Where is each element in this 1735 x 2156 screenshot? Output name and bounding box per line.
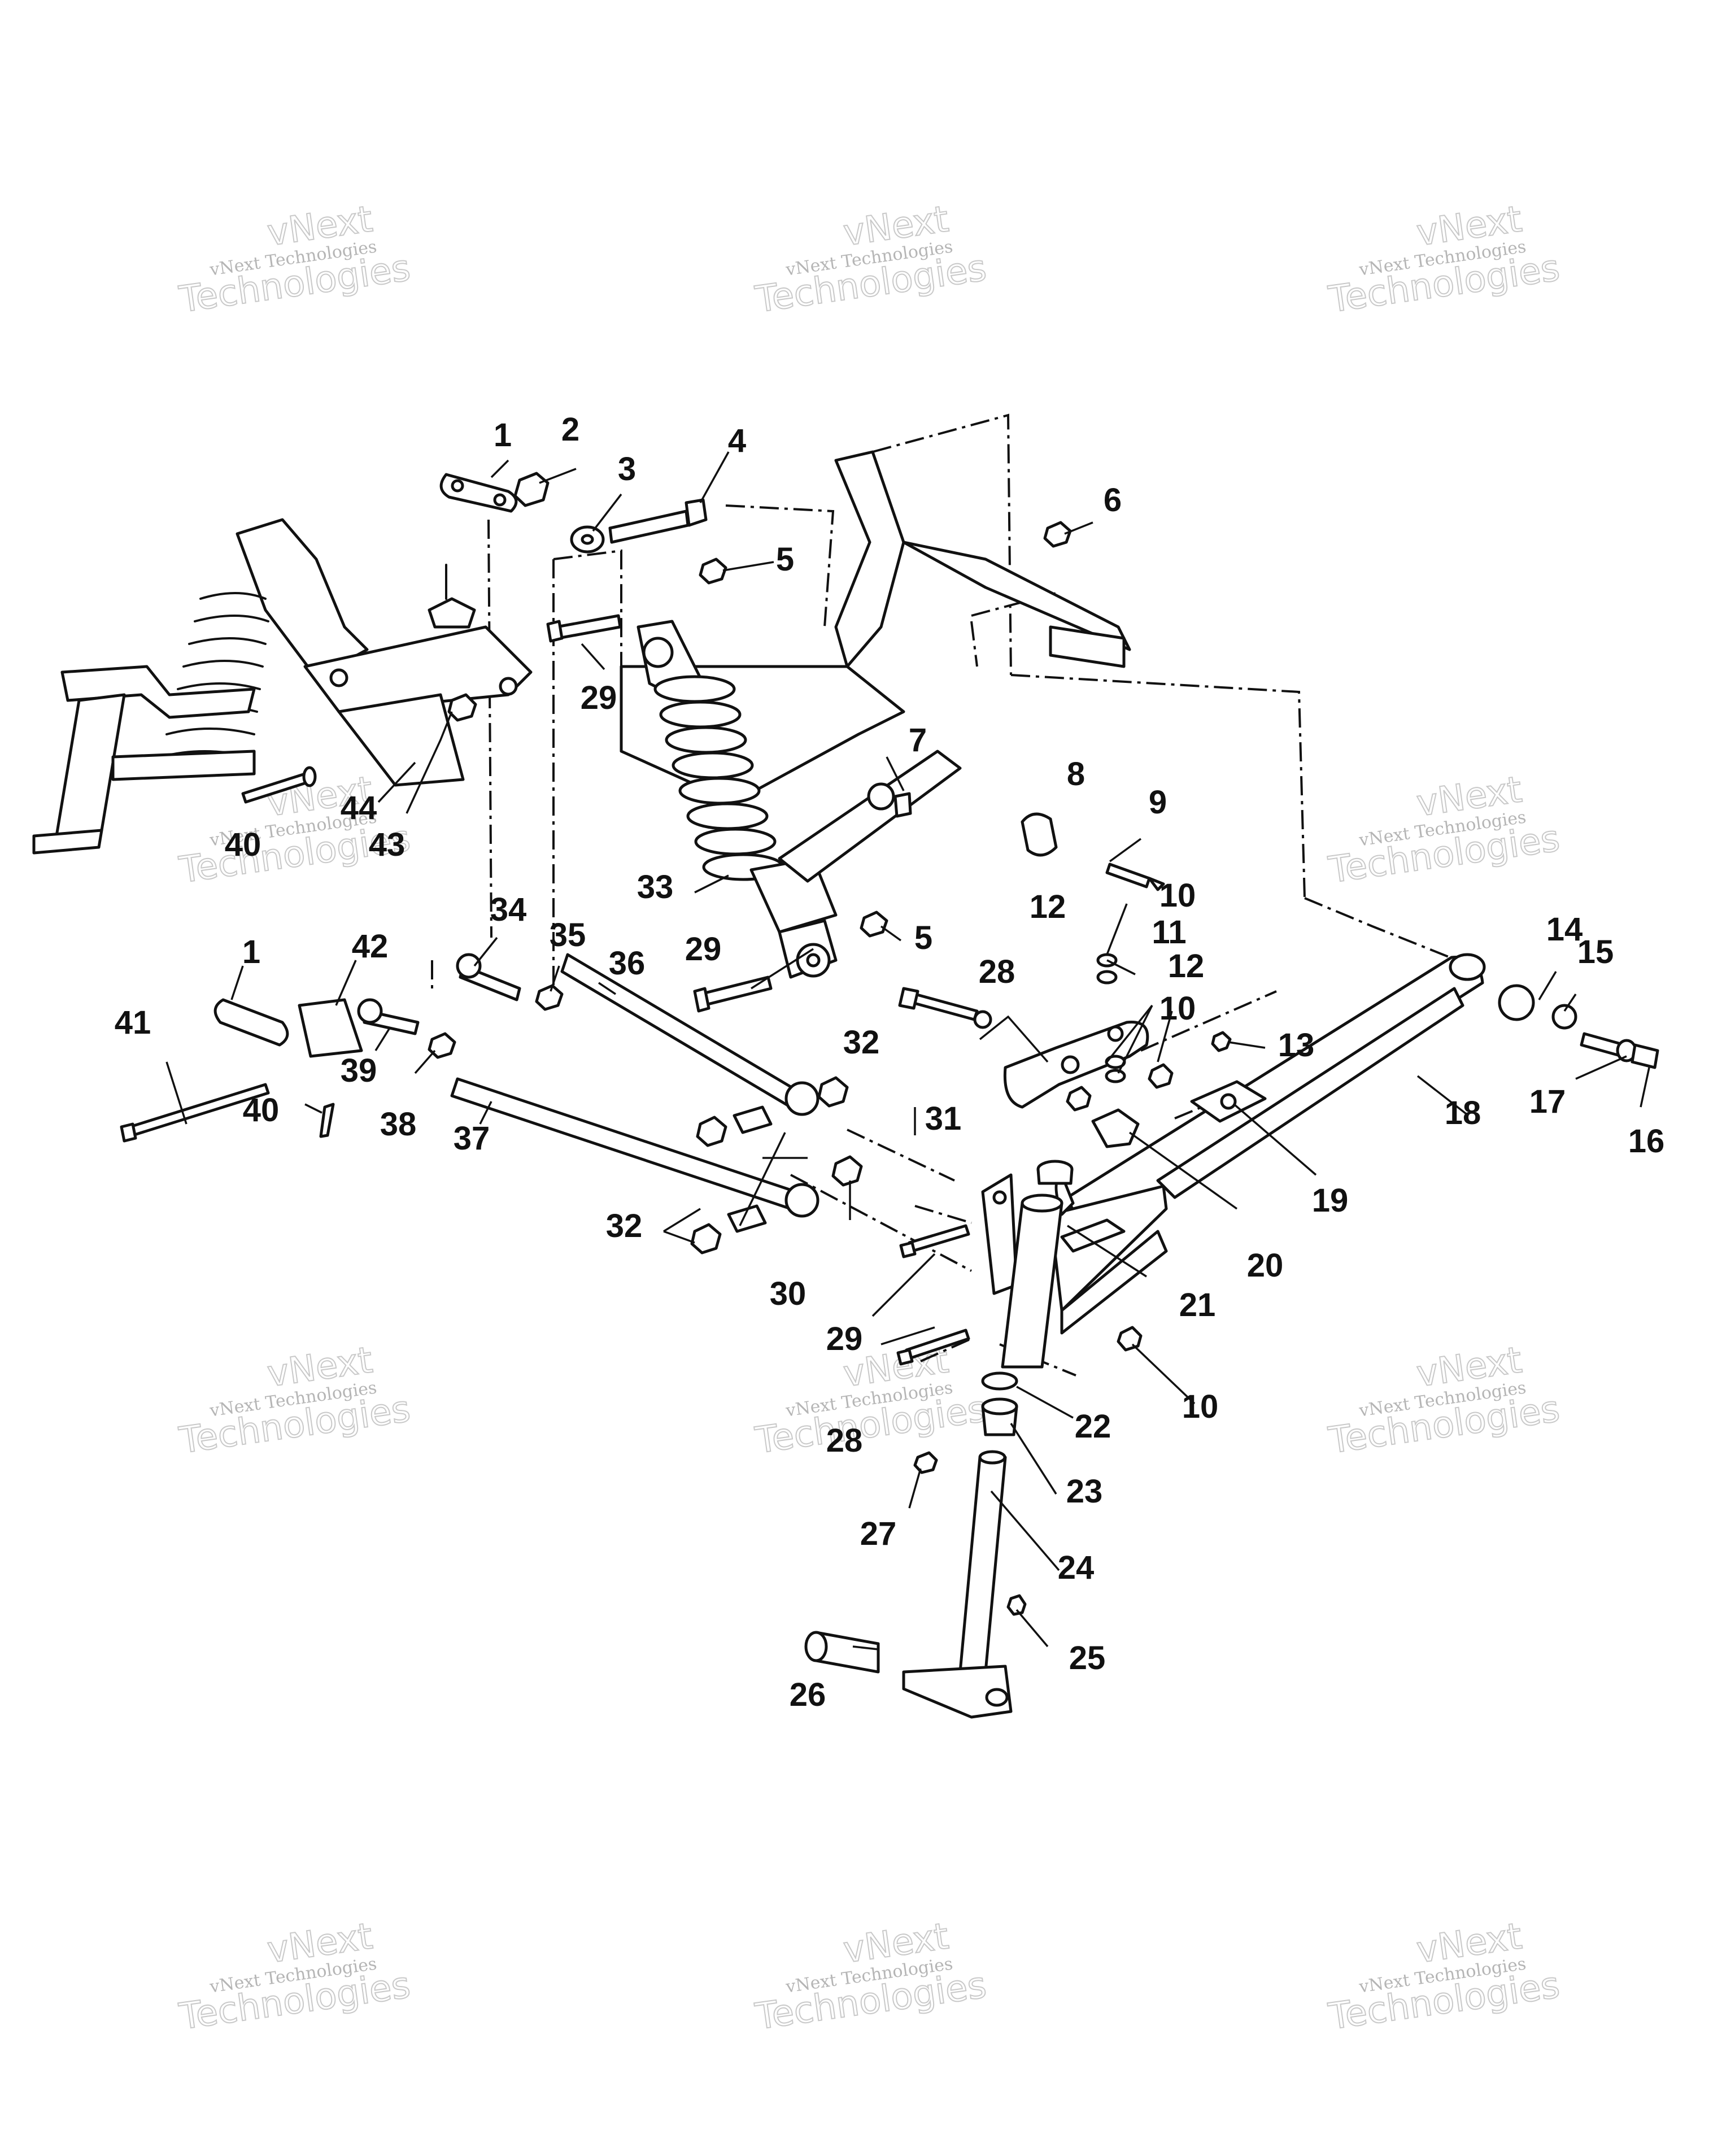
callout-22: 22 bbox=[1075, 1408, 1111, 1445]
callout-31: 31 bbox=[925, 1100, 962, 1137]
callout-1: 1 bbox=[242, 934, 260, 970]
callout-38: 38 bbox=[380, 1106, 417, 1143]
leader-lines bbox=[165, 451, 1650, 1650]
callout-29: 29 bbox=[826, 1321, 863, 1357]
callout-5: 5 bbox=[914, 920, 932, 956]
left-shock-assembly bbox=[32, 518, 533, 855]
callout-27: 27 bbox=[860, 1515, 897, 1552]
callout-13: 13 bbox=[1278, 1027, 1315, 1064]
upper-hardware bbox=[241, 472, 1165, 891]
callout-16: 16 bbox=[1628, 1123, 1665, 1160]
callout-4: 4 bbox=[728, 423, 746, 459]
callout-15: 15 bbox=[1577, 934, 1614, 970]
callout-29: 29 bbox=[581, 680, 617, 716]
callout-10: 10 bbox=[1182, 1388, 1219, 1425]
callout-18: 18 bbox=[1445, 1095, 1481, 1131]
callout-1: 1 bbox=[494, 417, 512, 454]
callout-32: 32 bbox=[843, 1024, 880, 1061]
callout-26: 26 bbox=[790, 1676, 826, 1713]
callout-32: 32 bbox=[606, 1208, 643, 1244]
callout-35: 35 bbox=[550, 917, 586, 953]
callout-19: 19 bbox=[1312, 1182, 1349, 1219]
callout-14: 14 bbox=[1546, 911, 1583, 948]
callout-5: 5 bbox=[776, 541, 794, 578]
callout-24: 24 bbox=[1058, 1549, 1095, 1586]
callout-39: 39 bbox=[341, 1052, 377, 1089]
callout-12: 12 bbox=[1030, 888, 1066, 925]
callout-20: 20 bbox=[1247, 1247, 1284, 1284]
callout-17: 17 bbox=[1529, 1083, 1566, 1120]
callout-29: 29 bbox=[685, 931, 722, 968]
callout-33: 33 bbox=[637, 869, 674, 905]
chassis-outline bbox=[431, 413, 1458, 1377]
callout-6: 6 bbox=[1104, 482, 1122, 519]
callout-2: 2 bbox=[561, 411, 579, 448]
callout-11: 11 bbox=[1152, 914, 1186, 951]
spindle bbox=[804, 1160, 1143, 1719]
lower-a-arm bbox=[981, 953, 1486, 1335]
main-shock bbox=[637, 620, 962, 979]
callout-40: 40 bbox=[243, 1092, 280, 1129]
callout-34: 34 bbox=[490, 891, 527, 928]
callout-23: 23 bbox=[1066, 1473, 1103, 1510]
callout-12: 12 bbox=[1168, 948, 1205, 985]
callout-25: 25 bbox=[1069, 1640, 1106, 1676]
callout-3: 3 bbox=[618, 451, 636, 487]
callout-10: 10 bbox=[1159, 990, 1196, 1027]
radius-rods bbox=[120, 911, 1659, 1366]
callout-28: 28 bbox=[979, 953, 1015, 990]
callout-41: 41 bbox=[115, 1004, 151, 1041]
callout-10: 10 bbox=[1159, 877, 1196, 914]
callout-42: 42 bbox=[352, 928, 389, 965]
callout-8: 8 bbox=[1067, 756, 1085, 792]
callout-9: 9 bbox=[1149, 784, 1167, 821]
callout-36: 36 bbox=[609, 945, 646, 982]
callout-37: 37 bbox=[454, 1120, 490, 1157]
callout-7: 7 bbox=[909, 722, 927, 759]
callout-28: 28 bbox=[826, 1422, 863, 1459]
callout-30: 30 bbox=[770, 1275, 807, 1312]
callout-43: 43 bbox=[369, 826, 406, 863]
callout-21: 21 bbox=[1179, 1287, 1216, 1323]
callout-44: 44 bbox=[341, 790, 377, 826]
callout-40: 40 bbox=[225, 826, 261, 863]
